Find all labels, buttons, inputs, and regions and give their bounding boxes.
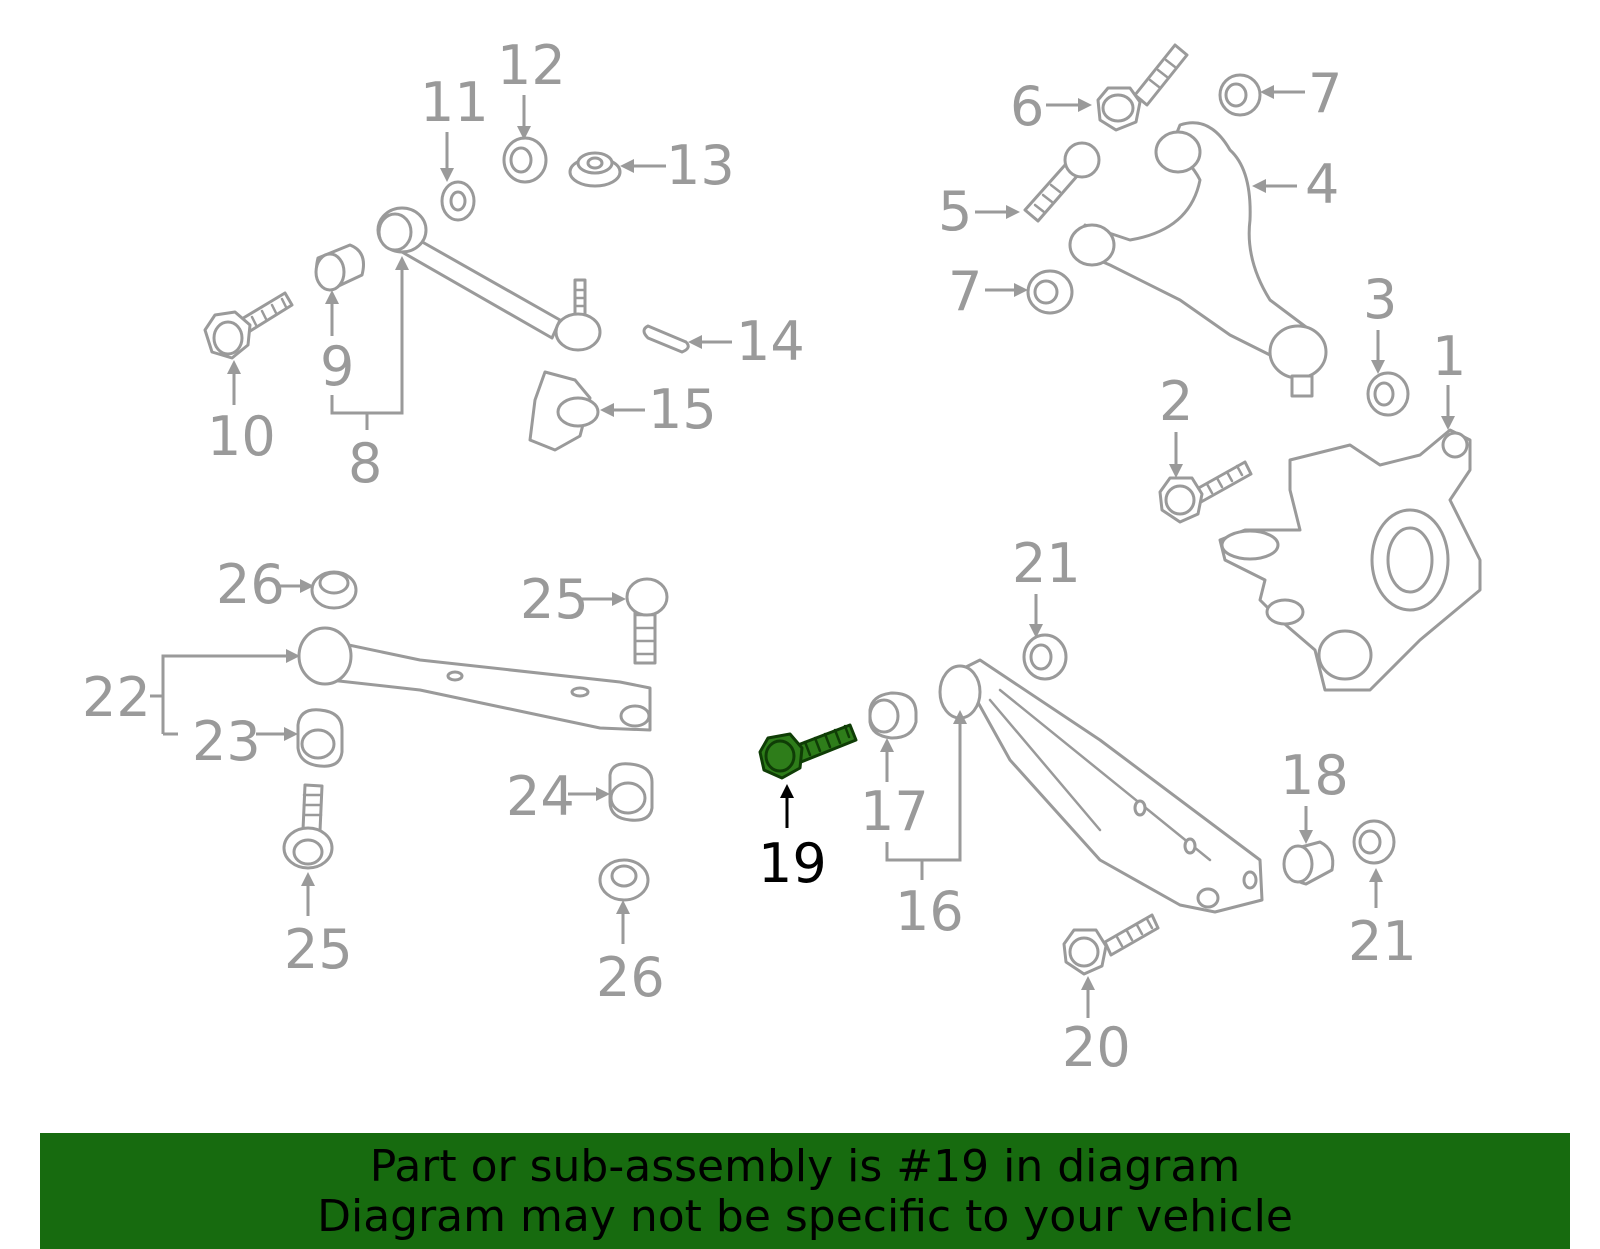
callout-26-top: 26	[216, 553, 285, 616]
callout-11: 11	[420, 71, 489, 134]
callout-3: 3	[1363, 268, 1397, 331]
part-10-bolt[interactable]	[203, 291, 294, 360]
callout-1: 1	[1432, 325, 1466, 388]
part-17-bushing[interactable]	[868, 691, 918, 740]
callout-labels: 1 2 3 4 5 6 7 7 8 9 10 11 12 13 14 15 16…	[82, 34, 1466, 1079]
footer-line-1: Part or sub-assembly is #19 in diagram	[369, 1141, 1241, 1192]
callout-20: 20	[1062, 1016, 1131, 1079]
part-3-nut[interactable]	[1366, 371, 1410, 417]
part-8-toe-link[interactable]	[376, 206, 602, 352]
part-7-nut-top[interactable]	[1218, 73, 1262, 117]
callout-12: 12	[497, 34, 566, 97]
callout-24: 24	[506, 765, 575, 828]
part-11-washer[interactable]	[440, 180, 476, 222]
callout-4: 4	[1305, 153, 1339, 216]
leader-lines	[150, 85, 1455, 1018]
callout-19: 19	[758, 832, 827, 895]
part-1-knuckle[interactable]	[1218, 428, 1482, 692]
callout-9: 9	[320, 335, 354, 398]
callout-13: 13	[666, 134, 735, 197]
callout-6: 6	[1010, 75, 1044, 138]
part-18-bushing[interactable]	[1282, 840, 1335, 886]
part-26-nut-top[interactable]	[310, 570, 358, 610]
part-14-cotter-pin[interactable]	[642, 324, 690, 354]
callout-25-top: 25	[520, 568, 589, 631]
callout-25-bottom: 25	[284, 918, 353, 981]
callout-2: 2	[1159, 370, 1193, 433]
callout-23: 23	[192, 710, 261, 773]
callout-22: 22	[82, 666, 151, 729]
part-15-bracket[interactable]	[528, 370, 600, 452]
part-21-nut-bottom[interactable]	[1352, 819, 1396, 865]
footer-line-2: Diagram may not be specific to your vehi…	[317, 1191, 1293, 1242]
part-7-nut-mid[interactable]	[1026, 269, 1074, 315]
part-19-bolt-highlighted[interactable]	[758, 723, 858, 780]
part-5-bolt[interactable]	[1023, 141, 1101, 223]
part-13-nut[interactable]	[568, 151, 622, 188]
callout-17: 17	[860, 780, 929, 843]
part-20-bolt[interactable]	[1062, 913, 1160, 976]
callout-16: 16	[895, 880, 964, 943]
callout-8: 8	[348, 432, 382, 495]
part-2-bolt[interactable]	[1158, 460, 1253, 524]
callout-7-top: 7	[1308, 62, 1342, 125]
callout-7-mid: 7	[948, 260, 982, 323]
callout-5: 5	[938, 180, 972, 243]
part-25-bolt-bottom[interactable]	[282, 783, 334, 870]
callout-14: 14	[736, 310, 805, 373]
callout-21-top: 21	[1012, 532, 1081, 595]
part-16-link-arm[interactable]	[938, 658, 1264, 914]
part-26-nut-bottom[interactable]	[598, 858, 650, 902]
part-23-bushing[interactable]	[296, 708, 344, 768]
part-4-upper-arm[interactable]	[1068, 121, 1328, 398]
callout-26-bottom: 26	[596, 946, 665, 1009]
callout-18: 18	[1280, 744, 1349, 807]
callout-15: 15	[648, 378, 717, 441]
part-22-lower-arm[interactable]	[297, 626, 652, 732]
part-21-nut-top[interactable]	[1022, 633, 1068, 681]
part-12-nut[interactable]	[502, 136, 548, 184]
part-25-bolt-top[interactable]	[625, 577, 669, 665]
footer-banner: Part or sub-assembly is #19 in diagram D…	[40, 1133, 1570, 1249]
part-6-bolt[interactable]	[1096, 43, 1189, 132]
part-9-bushing[interactable]	[314, 243, 365, 292]
part-24-bushing[interactable]	[608, 762, 654, 822]
callout-10: 10	[207, 405, 276, 468]
callout-21-bottom: 21	[1348, 910, 1417, 973]
